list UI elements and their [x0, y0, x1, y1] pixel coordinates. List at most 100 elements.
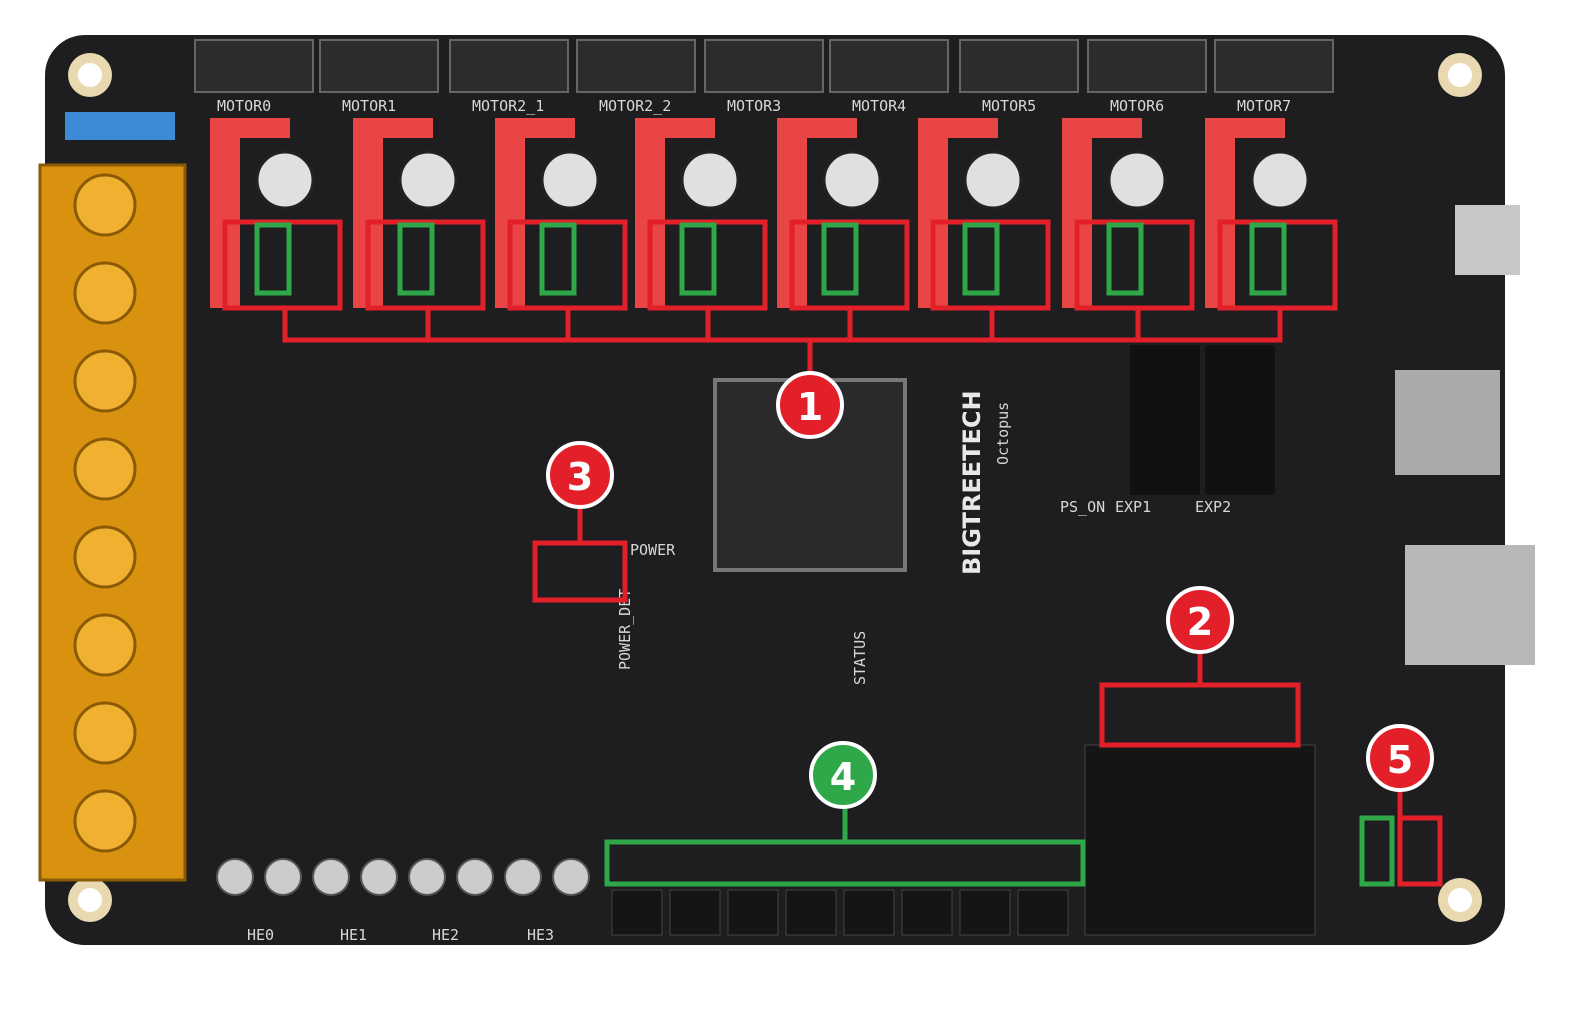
capacitor: [963, 150, 1023, 210]
driver-jumper-selected: [962, 222, 1000, 296]
heater-terminal-screw: [264, 858, 302, 896]
driver-jumper-selected: [397, 222, 435, 296]
callout-2-badge: [1166, 586, 1234, 654]
mounting-hole-center: [1448, 63, 1472, 87]
mounting-hole-center: [1448, 888, 1472, 912]
driver-socket-header: [1235, 118, 1285, 138]
terminal-screw: [73, 437, 137, 501]
endstop-connector: [727, 889, 779, 936]
status-silk-label: STATUS: [851, 631, 869, 685]
callout-4-badge: [809, 741, 877, 809]
power-silk-label: POWER: [630, 541, 676, 559]
terminal-screw: [73, 525, 137, 589]
endstop-connector: [669, 889, 721, 936]
callout-5-red-box: [1397, 815, 1443, 887]
terminal-screw: [73, 613, 137, 677]
callout-3-number: 3: [567, 455, 593, 499]
brand-label: BIGTREETECH: [958, 390, 986, 575]
motor-connector: [319, 39, 439, 93]
callout-5-green-box: [1359, 815, 1395, 887]
callout-2-number: 2: [1187, 600, 1213, 644]
exp1-silk-label: EXP1: [1115, 498, 1151, 516]
heater-terminal-screw: [552, 858, 590, 896]
ps-on-silk-label: PS_ON: [1060, 498, 1105, 516]
terminal-screw: [73, 261, 137, 325]
endstop-connector: [611, 889, 663, 936]
heater-label: HE1: [340, 926, 367, 944]
motor-connector: [959, 39, 1079, 93]
motor-label: MOTOR3: [727, 97, 781, 115]
heater-terminal-screw: [312, 858, 350, 896]
motor-connector: [1214, 39, 1334, 93]
callout-5-badge: [1366, 724, 1434, 792]
motor-label: MOTOR7: [1237, 97, 1291, 115]
motor-connector: [829, 39, 949, 93]
connector-bank: [1084, 744, 1316, 936]
motor-label: MOTOR0: [217, 97, 271, 115]
capacitor: [680, 150, 740, 210]
driver-jumper-selected: [1249, 222, 1287, 296]
endstop-connector: [901, 889, 953, 936]
endstop-connector: [1017, 889, 1069, 936]
heater-label: HE2: [432, 926, 459, 944]
terminal-screw: [73, 349, 137, 413]
motor-connector: [704, 39, 824, 93]
usb-c-port: [1455, 205, 1520, 275]
sd-card-slot: [1395, 370, 1500, 475]
motor-connector: [1087, 39, 1207, 93]
exp2-silk-label: EXP2: [1195, 498, 1231, 516]
callout-5-number: 5: [1387, 738, 1413, 782]
motor-connector: [194, 39, 314, 93]
driver-socket-header: [948, 118, 998, 138]
callout-3-badge: [546, 441, 614, 509]
terminal-screw: [73, 173, 137, 237]
callout-4-number: 4: [830, 755, 856, 799]
motor-label: MOTOR6: [1110, 97, 1164, 115]
capacitor: [540, 150, 600, 210]
exp1-header: [1130, 345, 1200, 495]
heater-terminal-screw: [360, 858, 398, 896]
capacitor: [1250, 150, 1310, 210]
driver-jumper-selected: [1106, 222, 1144, 296]
motor-connector: [576, 39, 696, 93]
terminal-screw: [73, 701, 137, 765]
motor-label: MOTOR2_2: [599, 97, 671, 115]
capacitor: [255, 150, 315, 210]
heater-terminal-screw: [456, 858, 494, 896]
driver-jumper-selected: [254, 222, 292, 296]
heater-terminal-screw: [216, 858, 254, 896]
capacitor: [822, 150, 882, 210]
motor-label: MOTOR2_1: [472, 97, 544, 115]
power-det-silk-label: POWER_DET: [616, 589, 634, 670]
capacitor: [1107, 150, 1167, 210]
callout-1-bracket: [282, 308, 1283, 343]
heater-terminal-screw: [408, 858, 446, 896]
endstop-connector: [959, 889, 1011, 936]
driver-socket-header: [1092, 118, 1142, 138]
mounting-hole-center: [78, 888, 102, 912]
motor-connector: [449, 39, 569, 93]
usb-a-port: [1405, 545, 1535, 665]
capacitor: [398, 150, 458, 210]
heater-label: HE0: [247, 926, 274, 944]
heater-label: HE3: [527, 926, 554, 944]
terminal-screw: [73, 789, 137, 853]
driver-jumper-highlight: [1074, 219, 1195, 311]
callout-1-number: 1: [797, 385, 823, 429]
driver-socket-header: [240, 118, 290, 138]
fuse: [65, 112, 175, 140]
motor-label: MOTOR1: [342, 97, 396, 115]
model-label: Octopus: [994, 402, 1012, 465]
driver-socket-header: [383, 118, 433, 138]
motor-label: MOTOR4: [852, 97, 906, 115]
endstop-connector: [843, 889, 895, 936]
driver-jumper-selected: [539, 222, 577, 296]
heater-terminal-screw: [504, 858, 542, 896]
driver-jumper-selected: [821, 222, 859, 296]
driver-jumper-selected: [679, 222, 717, 296]
motor-label: MOTOR5: [982, 97, 1036, 115]
callout-1-badge: [776, 371, 844, 439]
driver-socket-header: [665, 118, 715, 138]
endstop-connector: [785, 889, 837, 936]
